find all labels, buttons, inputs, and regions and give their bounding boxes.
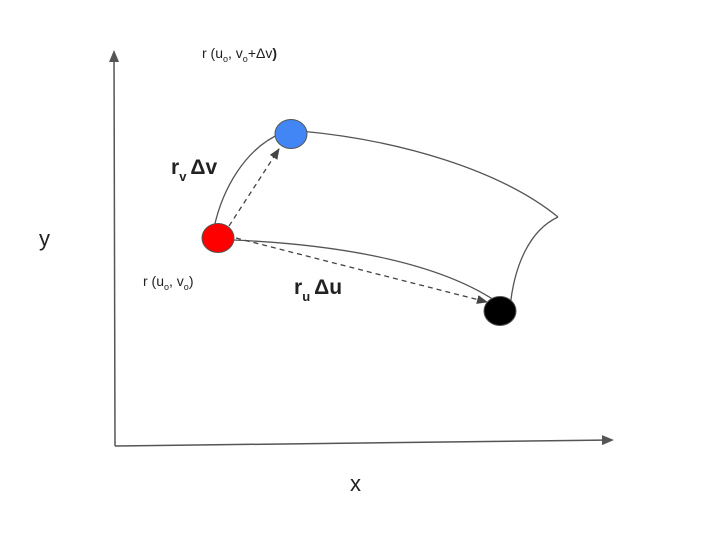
ru-dashed-arrow: [235, 237, 488, 304]
curve-top-edge: [299, 130, 559, 218]
v-point: [274, 119, 308, 149]
v-point-label: r (uo, vo+Δv): [202, 45, 277, 64]
y-axis-label: y: [39, 226, 50, 251]
curve-u-edge: [232, 239, 495, 301]
curve-right-edge: [509, 216, 559, 309]
x-axis: [114, 435, 614, 447]
curve-v-edge: [213, 132, 283, 229]
u-point: [483, 296, 517, 326]
rv-dashed-arrow: [228, 148, 280, 227]
origin-point-label: r (uo, vo): [143, 273, 193, 292]
origin-point: [201, 223, 235, 253]
y-axis: [109, 50, 120, 447]
x-axis-label: x: [350, 471, 361, 496]
